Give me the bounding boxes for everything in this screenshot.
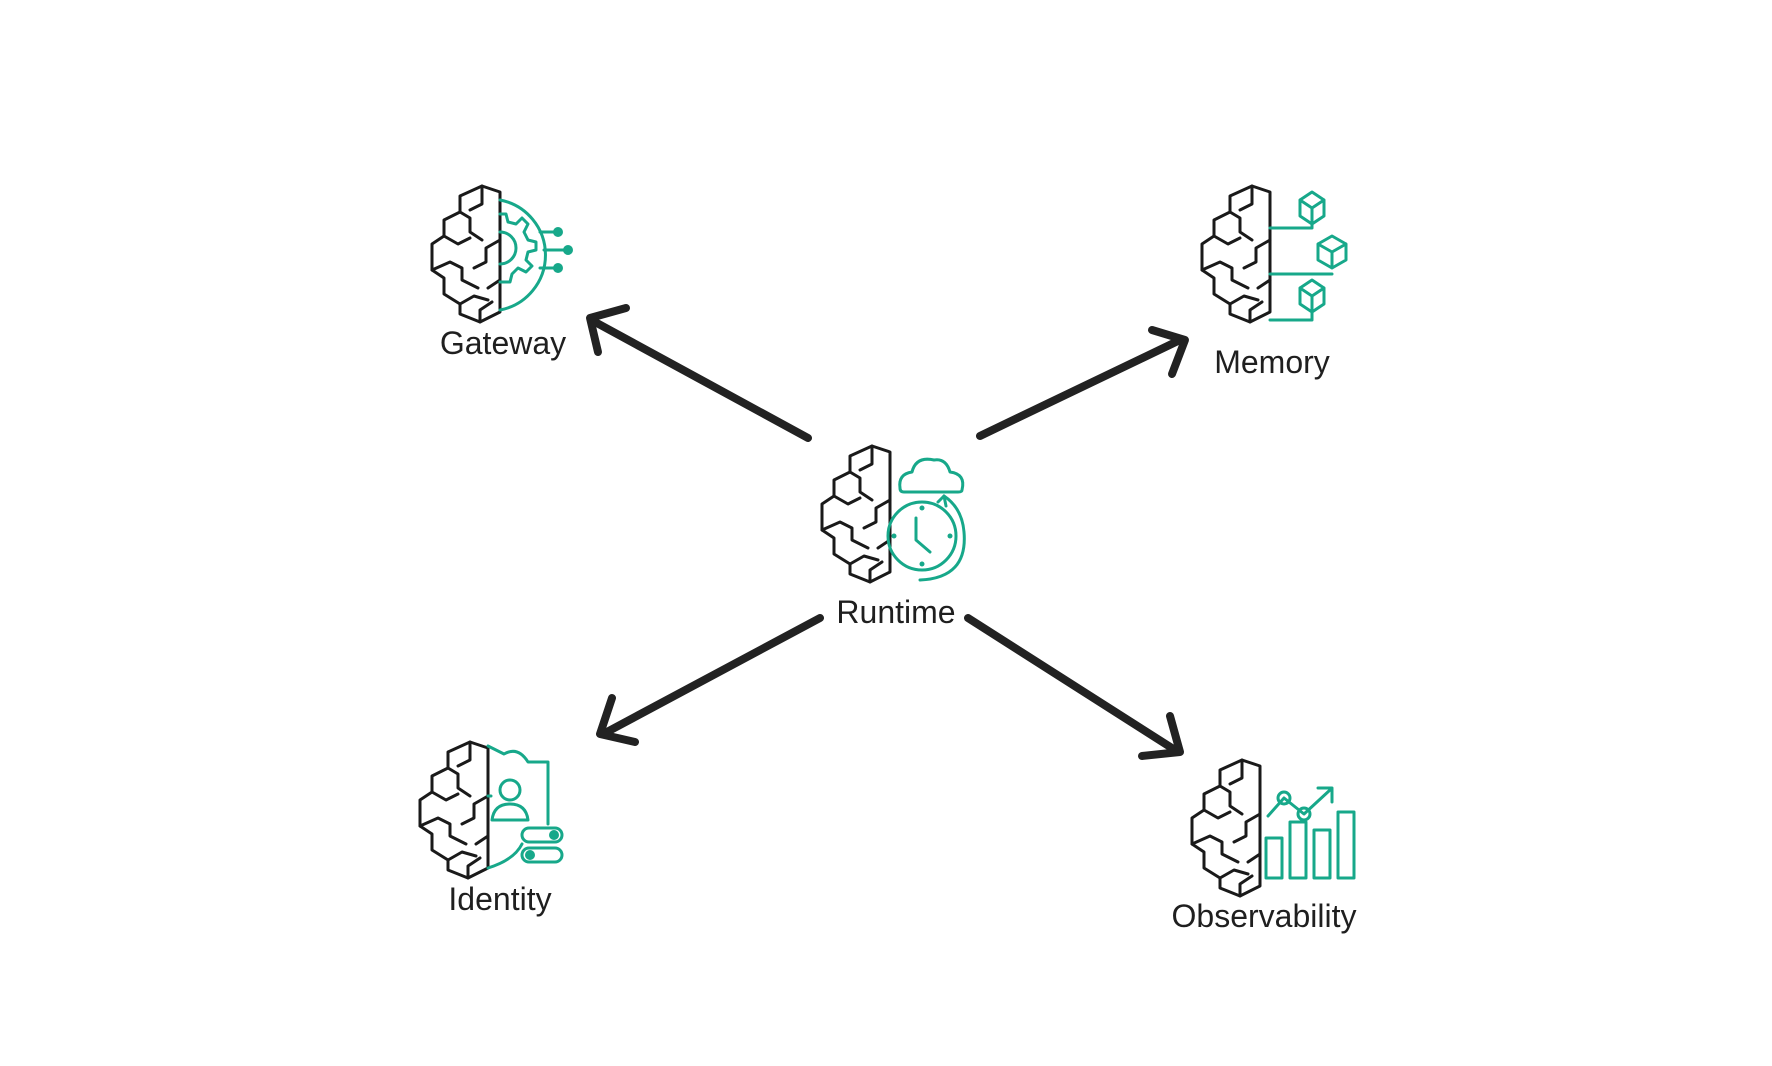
arrow-to-observability bbox=[964, 614, 1184, 760]
identity-label: Identity bbox=[448, 881, 551, 917]
identity-node: Identity bbox=[418, 740, 564, 917]
observability-label: Observability bbox=[1172, 898, 1357, 934]
brain-gear-icon bbox=[430, 184, 573, 324]
brain-cubes-icon bbox=[1200, 184, 1348, 324]
brain-cloud-clock-icon bbox=[820, 444, 966, 584]
memory-node: Memory bbox=[1200, 184, 1348, 380]
runtime-label: Runtime bbox=[836, 594, 955, 630]
observability-node: Observability bbox=[1172, 758, 1357, 934]
memory-label: Memory bbox=[1214, 344, 1330, 380]
brain-bar-chart-icon bbox=[1190, 758, 1356, 898]
arrow-to-identity bbox=[596, 614, 824, 746]
brain-shield-user-icon bbox=[418, 740, 564, 880]
runtime-node: Runtime bbox=[820, 444, 966, 630]
arrow-to-gateway bbox=[586, 304, 812, 442]
gateway-node: Gateway bbox=[430, 184, 573, 361]
gateway-label: Gateway bbox=[440, 325, 566, 361]
arrow-to-memory bbox=[976, 326, 1189, 440]
